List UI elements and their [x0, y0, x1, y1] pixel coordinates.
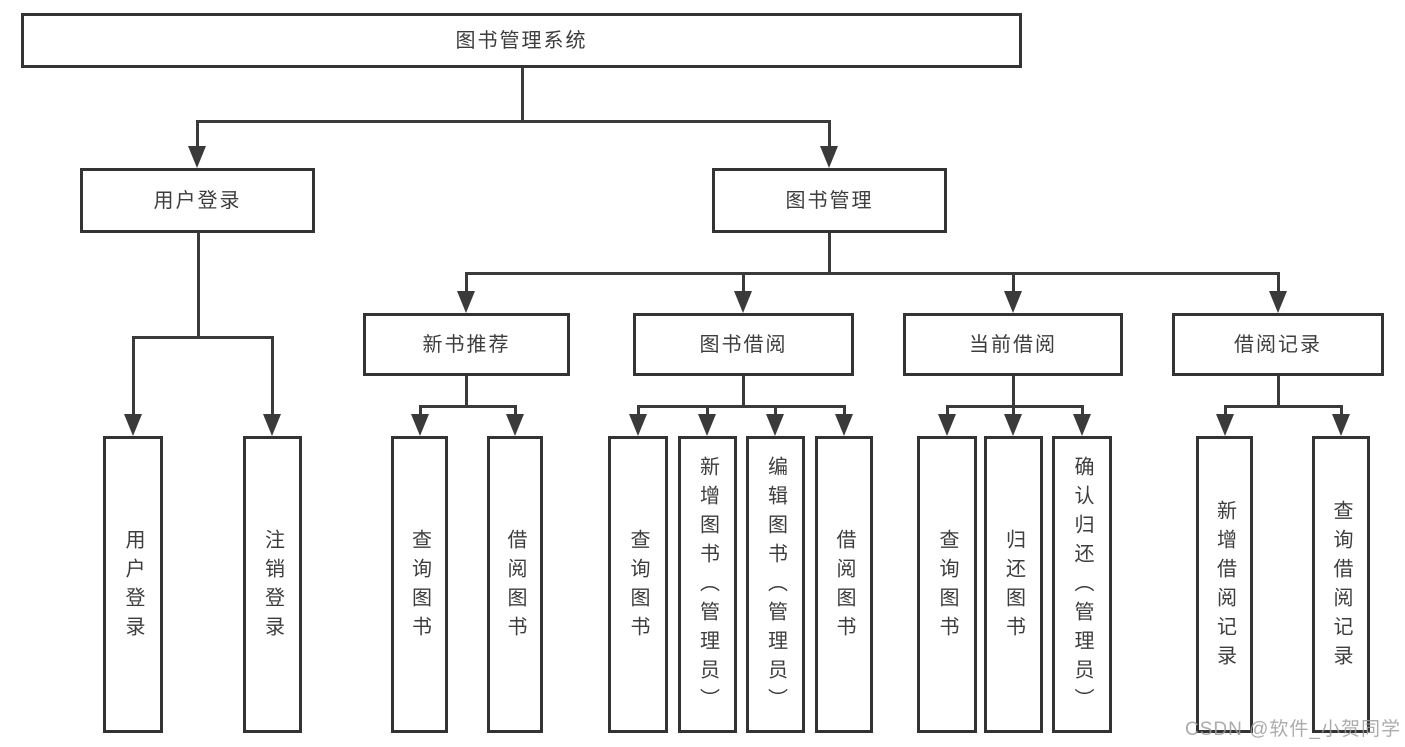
leaf-current-query-books: 查询图书 — [917, 436, 977, 733]
line — [774, 405, 777, 416]
node-current-borrow: 当前借阅 — [903, 313, 1123, 376]
line — [465, 272, 468, 293]
leaf-borrow-add-books-admin: 新增图书（管理员） — [678, 436, 737, 733]
node-book-borrow: 图书借阅 — [633, 313, 854, 376]
node-root: 图书管理系统 — [21, 13, 1022, 68]
line — [1012, 405, 1015, 416]
leaf-current-confirm-return-admin: 确认归还（管理员） — [1052, 436, 1112, 733]
line — [419, 405, 422, 416]
node-borrow-records: 借阅记录 — [1172, 313, 1384, 376]
line — [196, 120, 199, 148]
line — [1012, 376, 1015, 405]
line — [1277, 376, 1280, 405]
leaf-borrow-borrow-books: 借阅图书 — [815, 436, 873, 733]
arrow-down-icon — [1269, 291, 1287, 313]
leaf-recommend-borrow-books: 借阅图书 — [487, 436, 543, 733]
node-book-management: 图书管理 — [712, 168, 947, 233]
line — [947, 405, 1083, 408]
leaf-records-add-record: 新增借阅记录 — [1196, 436, 1253, 733]
arrow-down-icon — [698, 414, 716, 436]
node-user-login: 用户登录 — [80, 168, 315, 233]
line — [946, 405, 949, 416]
line — [465, 376, 468, 405]
line — [843, 405, 846, 416]
arrow-down-icon — [1004, 414, 1022, 436]
arrow-down-icon — [506, 414, 524, 436]
line — [197, 120, 830, 123]
line — [742, 272, 745, 293]
arrow-down-icon — [734, 291, 752, 313]
csdn-watermark: CSDN @软件_小贺同学 — [1185, 719, 1401, 740]
arrow-down-icon — [1332, 414, 1350, 436]
arrow-down-icon — [188, 146, 206, 168]
line — [466, 272, 1279, 275]
line — [420, 405, 516, 408]
leaf-borrow-edit-books-admin: 编辑图书（管理员） — [746, 436, 805, 733]
arrow-down-icon — [629, 414, 647, 436]
line — [742, 376, 745, 405]
leaf-records-query-record: 查询借阅记录 — [1312, 436, 1370, 733]
line — [514, 405, 517, 416]
line — [1081, 405, 1084, 416]
line — [637, 405, 640, 416]
arrow-down-icon — [411, 414, 429, 436]
line — [638, 405, 845, 408]
line — [1224, 405, 1227, 416]
node-new-book-recommend: 新书推荐 — [363, 313, 570, 376]
leaf-user-login: 用户登录 — [103, 436, 163, 733]
arrow-down-icon — [938, 414, 956, 436]
line — [706, 405, 709, 416]
arrow-down-icon — [1073, 414, 1091, 436]
leaf-logout: 注销登录 — [243, 436, 302, 733]
line — [133, 336, 273, 339]
line — [132, 336, 135, 416]
leaf-recommend-query-books: 查询图书 — [391, 436, 448, 733]
line — [521, 68, 524, 120]
line — [1012, 272, 1015, 293]
arrow-down-icon — [1216, 414, 1234, 436]
leaf-borrow-query-books: 查询图书 — [608, 436, 668, 733]
arrow-down-icon — [766, 414, 784, 436]
arrow-down-icon — [124, 414, 142, 436]
arrow-down-icon — [457, 291, 475, 313]
line — [1277, 272, 1280, 293]
leaf-current-return-books: 归还图书 — [984, 436, 1043, 733]
line — [828, 120, 831, 148]
arrow-down-icon — [820, 146, 838, 168]
line — [1225, 405, 1342, 408]
arrow-down-icon — [1004, 291, 1022, 313]
line — [197, 232, 200, 336]
line — [1340, 405, 1343, 416]
arrow-down-icon — [263, 414, 281, 436]
line — [271, 336, 274, 416]
line — [828, 233, 831, 272]
arrow-down-icon — [835, 414, 853, 436]
